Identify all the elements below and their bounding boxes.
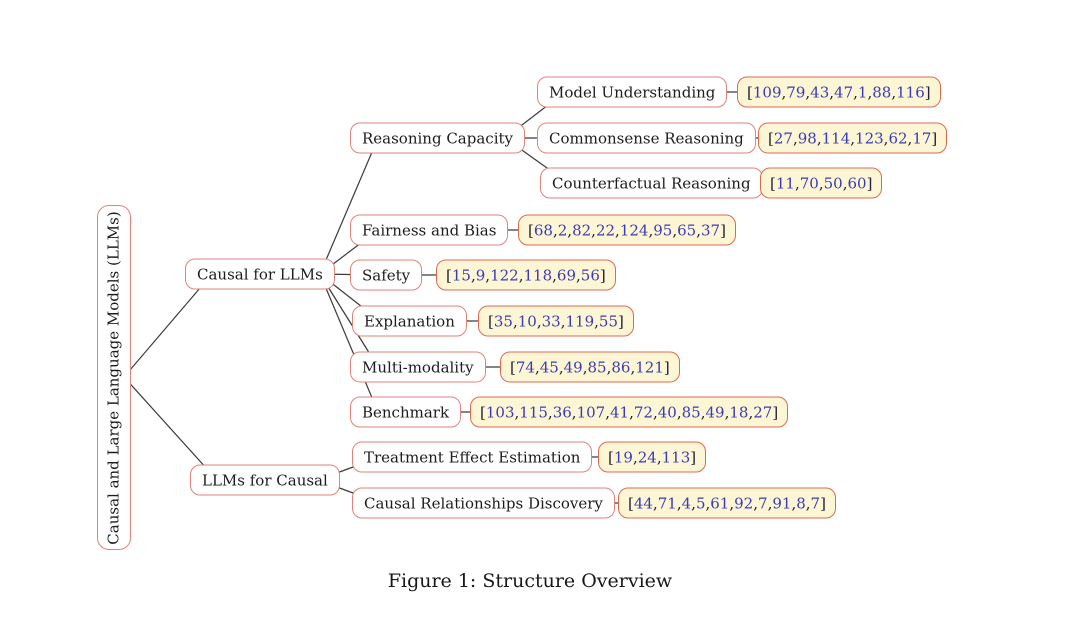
citation-refs-benchmark: [103, 115, 36, 107, 41, 72, 40, 85, 49, …: [470, 396, 789, 428]
node-commonsense-reasoning: Commonsense Reasoning: [537, 122, 756, 154]
node-causal-for-llms: Causal for LLMs: [185, 258, 335, 290]
node-counterfactual-reasoning: Counterfactual Reasoning: [540, 167, 763, 199]
node-model-understanding: Model Understanding: [537, 76, 728, 108]
citation-refs-multi-modality: [74, 45, 49, 85, 86, 121]: [500, 351, 680, 383]
citation-refs-treatment-effect-estimation: [19, 24, 113]: [598, 441, 707, 473]
citation-refs-safety: [15, 9, 122, 118, 69, 56]: [436, 259, 616, 291]
node-llms-for-causal: LLMs for Causal: [190, 464, 340, 496]
citation-refs-fairness-and-bias: [68, 2, 82, 22, 124, 95, 65, 37]: [518, 214, 736, 246]
node-fairness-and-bias: Fairness and Bias: [350, 214, 509, 246]
node-safety: Safety: [350, 259, 423, 291]
node-multi-modality: Multi-modality: [350, 351, 486, 383]
figure-caption: Figure 1: Structure Overview: [387, 570, 673, 592]
citation-refs-causal-relationships-discovery: [44, 71, 4, 5, 61, 92, 7, 91, 8, 7]: [618, 487, 836, 519]
node-explanation: Explanation: [352, 305, 467, 337]
node-treatment-effect-estimation: Treatment Effect Estimation: [352, 441, 593, 473]
node-benchmark: Benchmark: [350, 396, 462, 428]
citation-refs-explanation: [35, 10, 33, 119, 55]: [478, 305, 634, 337]
node-root-causal-and-llms: Causal and Large Language Models (LLMs): [97, 205, 131, 550]
node-causal-relationships-discovery: Causal Relationships Discovery: [352, 487, 615, 519]
citation-refs-model-understanding: [109, 79, 43, 47, 1, 88, 116]: [737, 76, 941, 108]
root-label: Causal and Large Language Models (LLMs): [105, 210, 124, 545]
citation-refs-counterfactual-reasoning: [11, 70, 50, 60]: [760, 167, 883, 199]
citation-refs-commonsense-reasoning: [27, 98, 114, 123, 62, 17]: [758, 122, 948, 154]
node-reasoning-capacity: Reasoning Capacity: [350, 122, 525, 154]
